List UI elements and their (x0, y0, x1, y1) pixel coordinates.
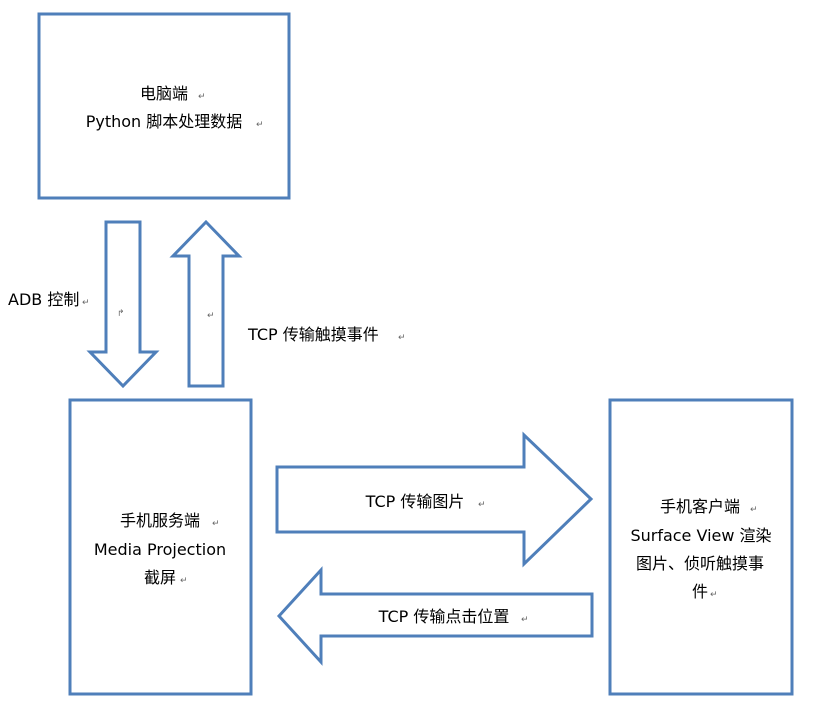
edge-label-adb: ADB 控制 (8, 290, 79, 309)
paragraph-mark-icon: ↵ (256, 120, 264, 130)
paragraph-mark-icon: ↵ (710, 590, 718, 600)
client-node: 手机客户端 ↵ Surface View 渲染 图片、侦听触摸事 件 ↵ (608, 398, 794, 696)
client-line4: 件 (692, 582, 708, 601)
client-line1: 手机客户端 (660, 497, 740, 516)
paragraph-mark-icon: ↵ (478, 500, 486, 510)
paragraph-mark-icon: ↵ (398, 333, 406, 343)
paragraph-mark-icon: ↵ (180, 576, 188, 586)
paragraph-mark-icon: ↵ (198, 92, 206, 102)
arrow-left-click (276, 566, 594, 666)
paragraph-mark-icon: ↵ (207, 311, 215, 321)
edge-label-tcp-click: TCP 传输点击位置 (378, 607, 510, 626)
server-line3: 截屏 (144, 568, 176, 587)
client-line2: Surface View 渲染 (630, 526, 771, 545)
line-break-mark-icon: ↱ (117, 309, 125, 319)
server-node: 手机服务端 ↵ Media Projection 截屏 ↵ (68, 398, 253, 696)
paragraph-mark-icon: ↵ (521, 615, 529, 625)
client-line3: 图片、侦听触摸事 (636, 554, 764, 573)
pc-line1: 电脑端 (140, 84, 188, 103)
edge-label-tcp-image: TCP 传输图片 (365, 492, 465, 511)
paragraph-mark-icon: ↵ (750, 505, 758, 515)
server-line1: 手机服务端 (120, 511, 200, 530)
client-box (608, 398, 794, 696)
paragraph-mark-icon: ↵ (212, 519, 220, 529)
edge-label-tcp-touch: TCP 传输触摸事件 (247, 325, 379, 344)
arrow-down-adb (86, 220, 160, 389)
pc-box (37, 12, 291, 200)
pc-line2: Python 脚本处理数据 (86, 112, 243, 131)
arrow-right-image (275, 431, 594, 568)
pc-node: 电脑端 ↵ Python 脚本处理数据 ↵ (37, 12, 291, 200)
arrow-up-touch (169, 219, 243, 388)
server-line2: Media Projection (94, 540, 226, 559)
server-box (68, 398, 253, 696)
paragraph-mark-icon: ↵ (82, 298, 90, 308)
